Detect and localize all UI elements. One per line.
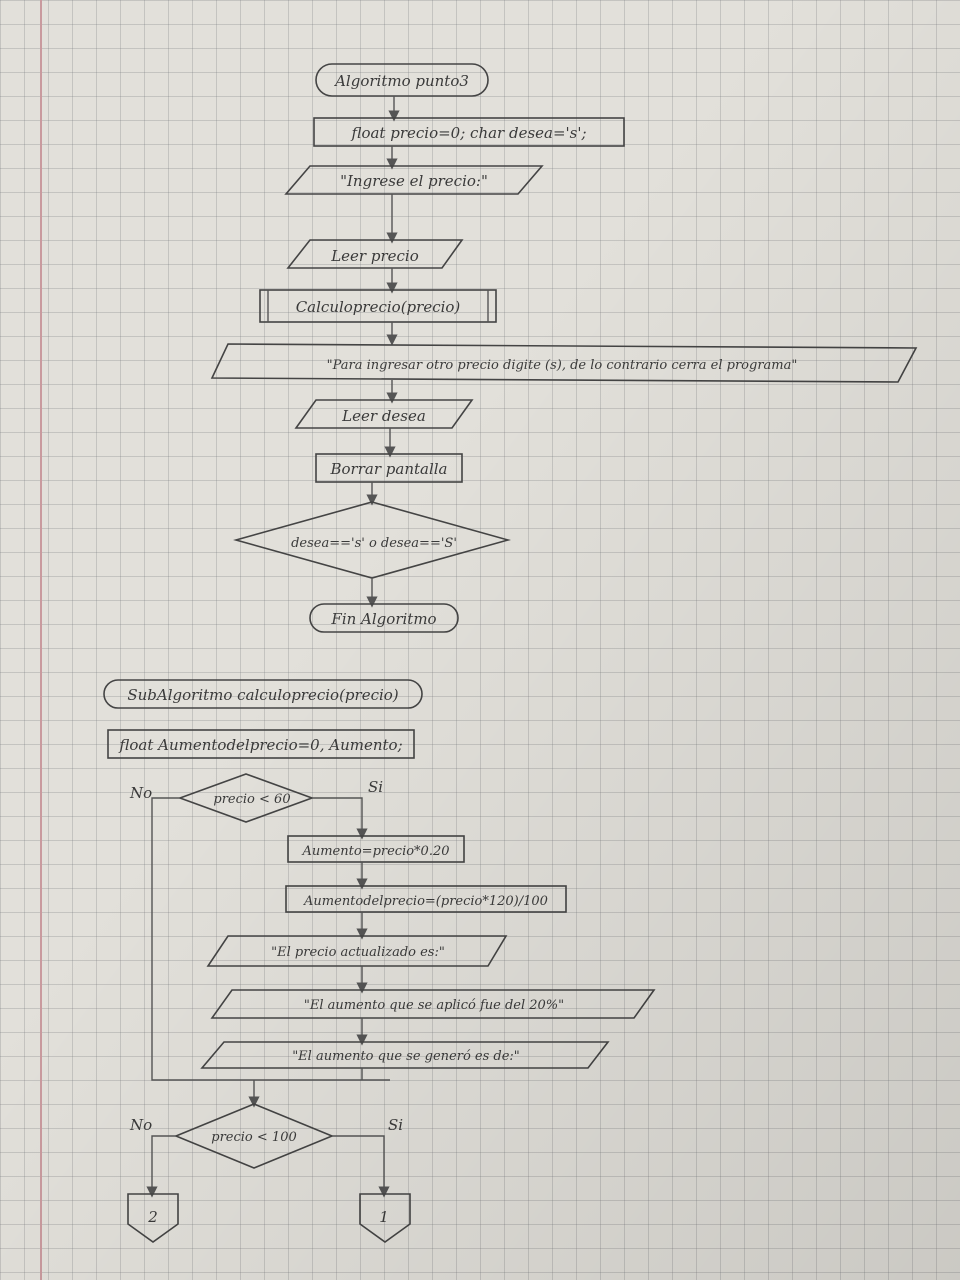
sub-calc-aumento-process xyxy=(287,835,465,863)
sub-d2-no-branch xyxy=(146,1135,176,1198)
sub-out-price-output xyxy=(206,935,508,967)
main-read-desea-label: Leer desea xyxy=(341,407,426,425)
main-read-price-label: Leer precio xyxy=(330,247,419,265)
main-prompt-output xyxy=(284,165,544,195)
main-prompt-label: "Ingrese el precio:" xyxy=(340,172,488,190)
main-start-terminator xyxy=(315,63,489,97)
sub-decision-1-yes: Si xyxy=(368,778,383,796)
sub-decision-2 xyxy=(173,1103,335,1169)
sub-start-label: SubAlgoritmo calculoprecio(precio) xyxy=(127,686,398,704)
sub-d1-yes-branch xyxy=(312,797,368,840)
main-declare-process xyxy=(313,117,625,147)
sub-decision-2-no: No xyxy=(129,1116,152,1134)
main-repeat-prompt-output xyxy=(210,343,918,383)
main-call-sub-label: Calculoprecio(precio) xyxy=(296,298,461,316)
connector-1 xyxy=(359,1193,411,1243)
paper-margin-line xyxy=(40,0,42,1280)
sub-decision-2-yes: Si xyxy=(388,1116,403,1134)
sub-out-generated-output xyxy=(200,1041,610,1069)
sub-declare-process xyxy=(107,729,415,759)
sub-calc-aumento-label: Aumento=precio*0.20 xyxy=(301,844,449,859)
main-clear-screen-process xyxy=(315,453,463,483)
sub-d1-no-branch xyxy=(151,797,390,1081)
sub-declare-label: float Aumentodelprecio=0, Aumento; xyxy=(118,736,402,754)
sub-decision-1-no: No xyxy=(129,784,152,802)
sub-out-applied-output xyxy=(210,989,656,1019)
main-declare-label: float precio=0; char desea='s'; xyxy=(350,124,586,142)
sub-d2-yes-branch xyxy=(332,1135,390,1198)
main-read-desea-input xyxy=(294,399,474,429)
main-start-label: Algoritmo punto3 xyxy=(333,72,469,90)
sub-decision-1-label: precio < 60 xyxy=(213,792,290,807)
main-repeat-prompt-label: "Para ingresar otro precio digite (s), d… xyxy=(327,358,798,373)
sub-start-terminator xyxy=(103,679,423,709)
connector-2 xyxy=(127,1193,179,1243)
sub-decision-1 xyxy=(177,773,315,823)
main-read-price-input xyxy=(286,239,464,269)
main-end-label: Fin Algoritmo xyxy=(330,610,436,628)
main-decision-label: desea=='s' o desea=='S' xyxy=(291,536,457,551)
sub-out-applied-label: "El aumento que se aplicó fue del 20%" xyxy=(304,998,564,1013)
sub-out-generated-label: "El aumento que se generó es de:" xyxy=(292,1049,520,1064)
sub-calc-total-process xyxy=(285,885,567,913)
connector-1-label: 1 xyxy=(379,1208,389,1226)
connector-2-label: 2 xyxy=(147,1208,158,1226)
sub-calc-total-label: Aumentodelprecio=(precio*120)/100 xyxy=(303,894,548,909)
main-end-terminator xyxy=(309,603,459,633)
main-call-subprocess xyxy=(259,289,497,323)
sub-out-price-label: "El precio actualizado es:" xyxy=(271,945,445,960)
main-clear-screen-label: Borrar pantalla xyxy=(330,460,448,478)
sub-decision-2-label: precio < 100 xyxy=(211,1130,296,1145)
